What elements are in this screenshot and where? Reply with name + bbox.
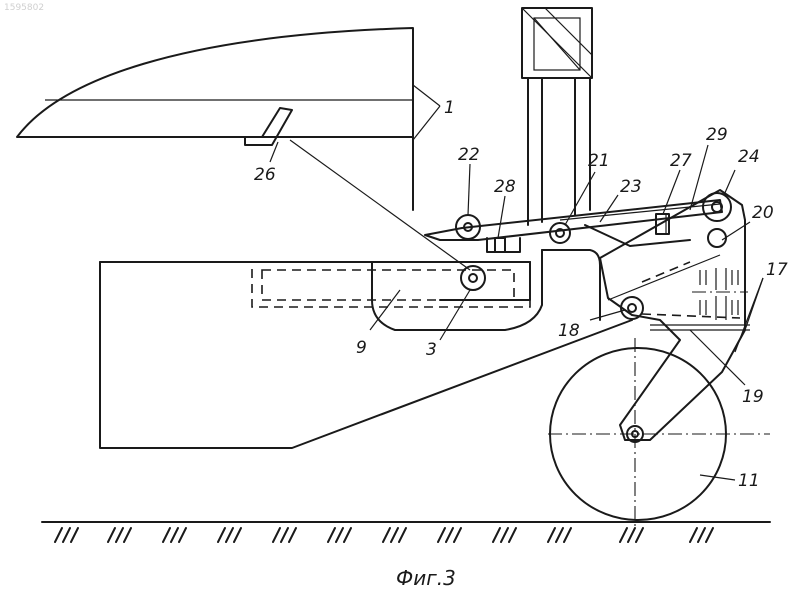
ground-line xyxy=(42,522,770,542)
label-18: 18 xyxy=(558,321,580,341)
label-21: 21 xyxy=(588,151,610,171)
label-9: 9 xyxy=(356,338,367,358)
pivot-20-roller xyxy=(708,229,726,247)
label-17: 17 xyxy=(766,260,788,280)
label-3: 3 xyxy=(426,340,437,360)
label-22: 22 xyxy=(458,145,480,165)
bracket-26 xyxy=(245,108,470,270)
hood-body xyxy=(17,28,413,210)
block-28 xyxy=(487,238,520,252)
wheel-11 xyxy=(548,338,770,530)
label-24: 24 xyxy=(738,147,760,167)
label-23: 23 xyxy=(620,177,642,197)
pivot-21 xyxy=(550,223,570,243)
label-19: 19 xyxy=(742,387,764,407)
label-1: 1 xyxy=(444,98,455,118)
page-id-text: 1595802 xyxy=(4,3,44,13)
label-26: 26 xyxy=(254,165,276,185)
label-28: 28 xyxy=(494,177,516,197)
leader-lines xyxy=(270,85,763,480)
vertical-post xyxy=(522,8,592,225)
springs-17 xyxy=(692,268,748,320)
label-20: 20 xyxy=(752,203,774,223)
figure-caption: Фиг.3 xyxy=(396,566,456,590)
label-27: 27 xyxy=(670,151,692,171)
label-11: 11 xyxy=(738,471,760,491)
label-29: 29 xyxy=(706,125,728,145)
pivot-24 xyxy=(703,193,731,221)
